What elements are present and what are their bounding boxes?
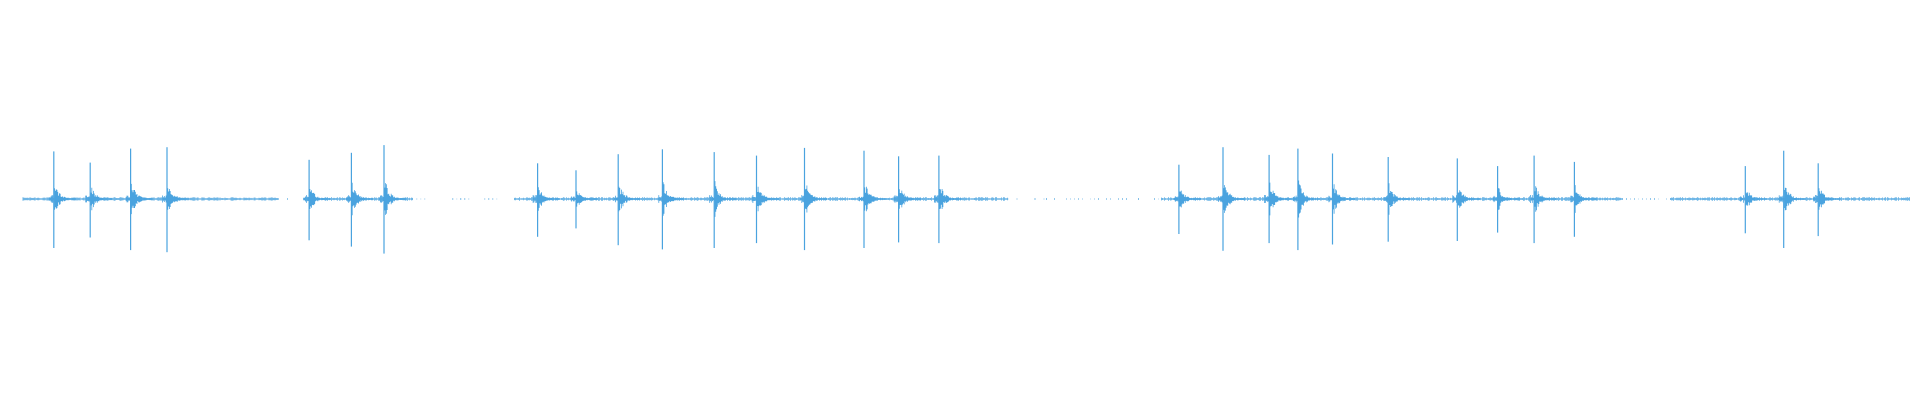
waveform-spike bbox=[1218, 147, 1245, 251]
waveform-spike bbox=[1492, 166, 1520, 233]
waveform-spike bbox=[799, 147, 827, 251]
waveform-spike bbox=[751, 155, 779, 244]
waveform-spike bbox=[1778, 150, 1806, 248]
waveform-spike bbox=[304, 159, 332, 241]
waveform-spike bbox=[85, 162, 113, 238]
waveform-spike bbox=[859, 150, 886, 248]
waveform-baseline bbox=[22, 197, 1910, 201]
baseline-segment bbox=[1622, 198, 1667, 200]
baseline-segment bbox=[416, 198, 498, 200]
waveform-spike bbox=[1293, 148, 1320, 251]
baseline-segment bbox=[1046, 198, 1159, 200]
waveform-spike bbox=[1813, 163, 1841, 237]
waveform-spike bbox=[1529, 155, 1557, 244]
waveform-spike bbox=[1383, 157, 1411, 242]
waveform-spike bbox=[709, 152, 737, 248]
waveform-spike bbox=[346, 152, 374, 247]
waveform-spike bbox=[162, 147, 189, 253]
baseline-segment bbox=[278, 198, 288, 200]
waveform-spike bbox=[379, 145, 406, 254]
waveform-spike bbox=[48, 151, 76, 248]
waveform-spike bbox=[532, 163, 560, 237]
waveform-spike bbox=[1264, 154, 1292, 244]
waveform-spike bbox=[934, 155, 961, 244]
waveform-spike bbox=[571, 170, 598, 229]
waveform-peaks bbox=[48, 145, 1841, 254]
waveform-spike bbox=[613, 154, 641, 246]
waveform-spike bbox=[657, 149, 685, 250]
waveform-spike bbox=[1452, 158, 1480, 241]
waveform-spike bbox=[1569, 161, 1597, 237]
waveform-spike bbox=[1327, 153, 1355, 245]
waveform-spike bbox=[1740, 166, 1768, 234]
baseline-segment bbox=[1007, 198, 1045, 200]
waveform-spike bbox=[893, 156, 921, 243]
waveform-spike bbox=[1174, 164, 1201, 234]
waveform-spike bbox=[125, 148, 153, 251]
